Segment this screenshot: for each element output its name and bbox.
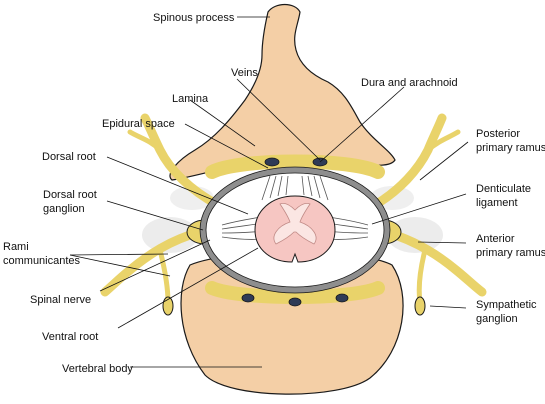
label-denticulate-ligament-line1: Denticulate <box>476 183 531 195</box>
label-rami-communicantes-line2: communicantes <box>3 255 81 267</box>
label-lamina: Lamina <box>172 93 209 105</box>
veins <box>241 157 349 307</box>
sympathetic-ganglia <box>162 296 426 316</box>
label-sympathetic-ganglion-line2: ganglion <box>476 313 518 325</box>
label-epidural-space: Epidural space <box>102 118 175 130</box>
labels: Spinous process Veins Lamina Dura and ar… <box>3 12 545 375</box>
label-anterior-primary-ramus-line2: primary ramus <box>476 247 545 259</box>
label-spinal-nerve: Spinal nerve <box>30 294 91 306</box>
label-dorsal-root-ganglion-line1: Dorsal root <box>43 189 97 201</box>
grey-matter <box>273 202 317 245</box>
label-dorsal-root: Dorsal root <box>42 151 96 163</box>
label-veins: Veins <box>231 67 258 79</box>
label-sympathetic-ganglion-line1: Sympathetic <box>476 299 537 311</box>
label-dura-and-arachnoid: Dura and arachnoid <box>361 77 458 89</box>
label-spinous-process: Spinous process <box>153 12 235 24</box>
label-anterior-primary-ramus-line1: Anterior <box>476 233 515 245</box>
label-dorsal-root-ganglion-line2: ganglion <box>43 203 85 215</box>
label-ventral-root: Ventral root <box>42 331 98 343</box>
label-rami-communicantes-line1: Rami <box>3 241 29 253</box>
label-posterior-primary-ramus-line1: Posterior <box>476 128 520 140</box>
label-denticulate-ligament-line2: ligament <box>476 197 518 209</box>
label-vertebral-body: Vertebral body <box>62 363 133 375</box>
label-posterior-primary-ramus-line2: primary ramus <box>476 142 545 154</box>
leader-lines <box>69 16 469 368</box>
